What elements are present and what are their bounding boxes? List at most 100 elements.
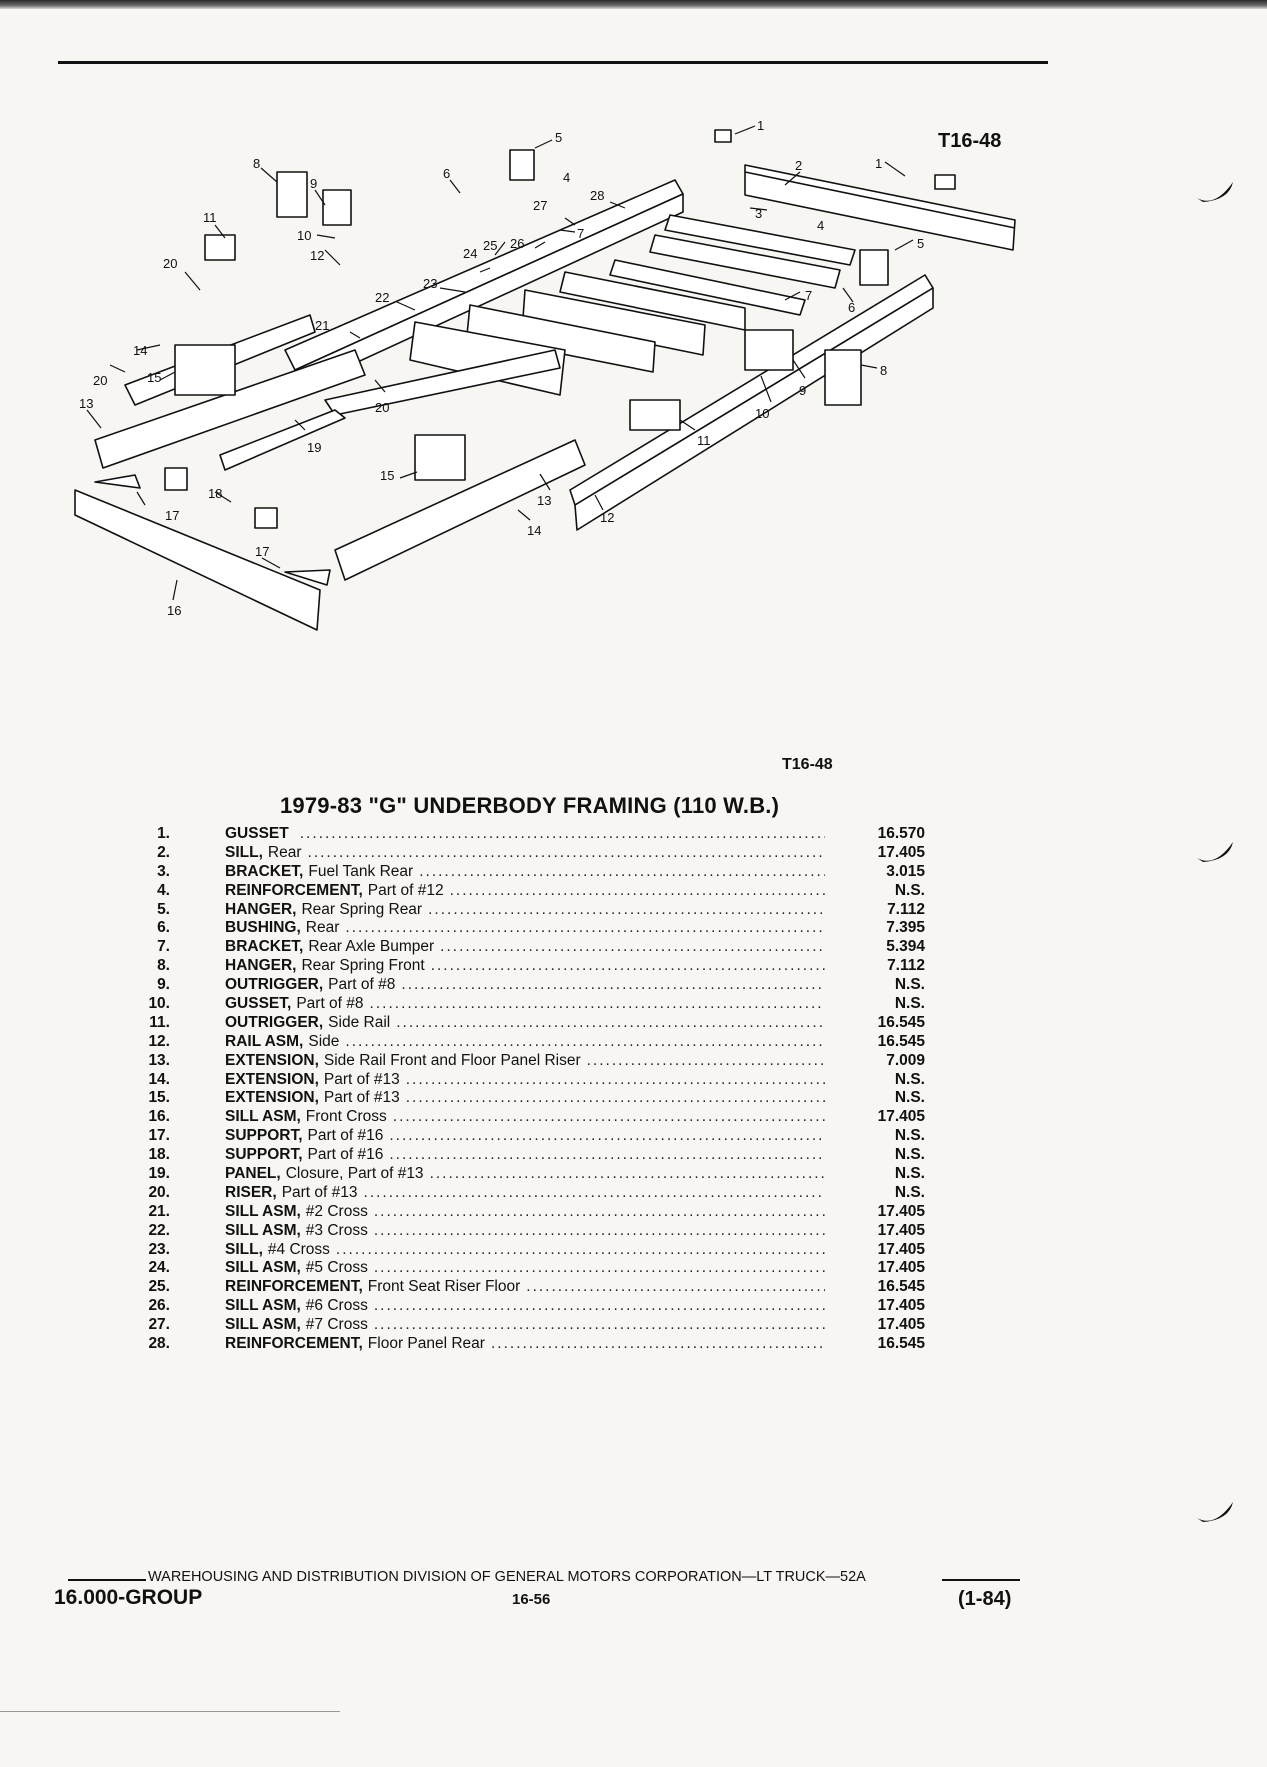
callout-6: 6 [443, 166, 450, 181]
callout-7: 7 [577, 226, 584, 241]
callout-20: 20 [163, 256, 177, 271]
item-number: 21. [148, 1202, 170, 1220]
hanger-5-top [509, 149, 535, 181]
group-number: 17.405 [877, 1259, 925, 1277]
group-number: 5.394 [886, 938, 925, 956]
part-name: GUSSET, [225, 995, 292, 1013]
part-name: SUPPORT, [225, 1146, 303, 1164]
part-detail: Rear [267, 843, 302, 861]
support-17-b [284, 569, 331, 586]
leader-dots [400, 1071, 825, 1090]
leader-dots [387, 1108, 825, 1127]
parts-list-row: 18.SUPPORT,Part of #16N.S. [120, 1146, 950, 1165]
support-18-a [164, 467, 188, 491]
part-detail: #2 Cross [305, 1202, 368, 1220]
leader-dots [434, 938, 825, 957]
group-number: 16.545 [877, 1335, 925, 1353]
item-description: BRACKET,Fuel Tank Rear [225, 863, 825, 882]
item-description: SUPPORT,Part of #16 [225, 1146, 825, 1165]
callout-12: 12 [600, 510, 614, 525]
leader-dots [400, 1089, 825, 1108]
callout-7: 7 [805, 288, 812, 303]
part-detail: Side Rail [328, 1013, 391, 1031]
group-number: 3.015 [886, 862, 925, 880]
cross-sill-28 [664, 214, 856, 266]
item-number: 11. [149, 1013, 170, 1031]
callout-5: 5 [555, 130, 562, 145]
parts-list-row: 17.SUPPORT,Part of #16N.S. [120, 1127, 950, 1146]
cross-sill-26 [609, 259, 806, 316]
part-detail: #4 Cross [267, 1240, 330, 1258]
group-number: N.S. [894, 1070, 925, 1088]
group-number: N.S. [894, 1165, 925, 1183]
gusset-1-left [714, 129, 732, 143]
parts-list-row: 9.OUTRIGGER,Part of #8N.S. [120, 976, 950, 995]
part-name: SILL ASM, [225, 1297, 301, 1315]
part-name: PANEL, [225, 1165, 281, 1183]
item-description: PANEL,Closure, Part of #13 [225, 1165, 825, 1184]
leader-dots [444, 882, 825, 901]
callout-24: 24 [463, 246, 477, 261]
item-description: RISER,Part of #13 [225, 1184, 825, 1203]
callout-17: 17 [165, 508, 179, 523]
part-detail: Front Seat Riser Floor [367, 1278, 521, 1296]
callout-12: 12 [310, 248, 324, 263]
item-number: 16. [148, 1108, 170, 1126]
part-name: OUTRIGGER, [225, 1013, 324, 1031]
part-name: SILL ASM, [225, 1108, 301, 1126]
group-number: 16.570 [877, 825, 925, 842]
callout-15: 15 [147, 370, 161, 385]
callout-21: 21 [315, 318, 329, 333]
group-number: 17.405 [877, 1221, 925, 1239]
callout-3: 3 [755, 206, 762, 221]
part-name: EXTENSION, [225, 1070, 319, 1088]
item-number: 3. [157, 862, 170, 880]
part-name: SILL, [225, 1240, 263, 1258]
part-detail: Rear [305, 919, 340, 937]
leader-dots [368, 1222, 825, 1241]
item-description: REINFORCEMENT,Front Seat Riser Floor [225, 1278, 825, 1297]
item-number: 13. [148, 1051, 170, 1069]
leader-dots [424, 1165, 825, 1184]
cross-sill-21 [409, 321, 566, 396]
item-number: 19. [148, 1165, 170, 1183]
parts-list-row: 5.HANGER,Rear Spring Rear7.112 [120, 901, 950, 920]
callout-10: 10 [755, 406, 769, 421]
item-number: 12. [148, 1032, 170, 1050]
callout-20: 20 [375, 400, 389, 415]
leader-dots [520, 1278, 825, 1297]
extension-15-right [414, 434, 466, 481]
group-number: N.S. [894, 881, 925, 899]
group-number: 17.405 [877, 1202, 925, 1220]
callout-27: 27 [533, 198, 547, 213]
callout-2: 2 [795, 158, 802, 173]
item-number: 9. [157, 976, 170, 994]
part-detail: Part of #8 [296, 995, 364, 1013]
part-detail: Closure, Part of #13 [285, 1165, 424, 1183]
item-number: 2. [157, 843, 170, 861]
item-description: SUPPORT,Part of #16 [225, 1127, 825, 1146]
parts-list-row: 13.EXTENSION,Side Rail Front and Floor P… [120, 1052, 950, 1071]
part-detail: Part of #16 [307, 1146, 384, 1164]
figure-code-caption: T16-48 [782, 756, 833, 773]
leader-dots [339, 1033, 825, 1052]
callout-9: 9 [799, 383, 806, 398]
callout-4: 4 [563, 170, 570, 185]
callout-8: 8 [880, 363, 887, 378]
group-number: 17.405 [877, 1240, 925, 1258]
group-number: 7.009 [886, 1051, 925, 1069]
group-number: 16.545 [877, 1013, 925, 1031]
group-number: 7.112 [887, 957, 925, 975]
callout-19: 19 [307, 440, 321, 455]
page-number: 16-56 [512, 1591, 551, 1608]
cross-sill-27 [649, 234, 841, 289]
parts-list-row: 20.RISER,Part of #13N.S. [120, 1184, 950, 1203]
item-number: 17. [148, 1127, 170, 1145]
leader-dots [413, 863, 825, 882]
callout-8: 8 [253, 156, 260, 171]
item-description: SILL ASM,#3 Cross [225, 1222, 825, 1241]
part-detail: Part of #13 [281, 1183, 358, 1201]
item-description: SILL ASM,Front Cross [225, 1108, 825, 1127]
parts-list-row: 23.SILL,#4 Cross17.405 [120, 1241, 950, 1260]
parts-list-row: 12.RAIL ASM,Side16.545 [120, 1033, 950, 1052]
